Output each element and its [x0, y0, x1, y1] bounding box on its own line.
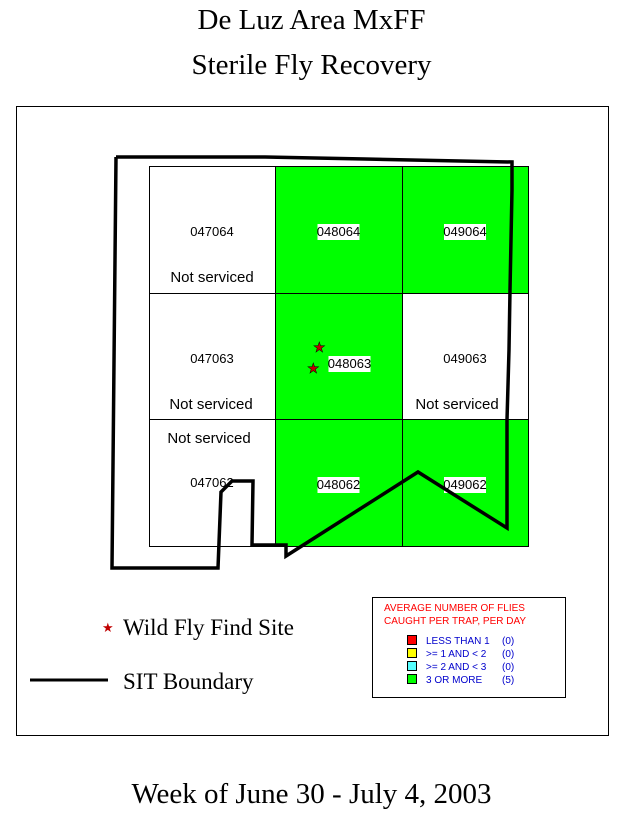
grid-cell-id: 049062: [443, 477, 486, 492]
grid-cell-id: 048063: [328, 356, 371, 371]
legend-count: (0): [502, 636, 514, 647]
catch-legend-title: AVERAGE NUMBER OF FLIES: [384, 603, 525, 614]
wild-fly-star-icon: ★: [307, 362, 320, 377]
grid-label-bg: [444, 477, 486, 493]
legend-label: >= 2 AND < 3: [426, 662, 487, 673]
legend-count: (5): [502, 675, 514, 686]
grid-label-bg: [317, 477, 360, 493]
week-label: Week of June 30 - July 4, 2003: [131, 778, 492, 810]
legend-swatch: [407, 635, 417, 645]
grid-cell: [275, 419, 403, 547]
grid-cell-id: 047064: [190, 224, 233, 239]
sit-boundary: [110, 155, 514, 570]
grid-cell: [149, 293, 276, 420]
not-serviced-label: Not serviced: [169, 396, 252, 413]
grid-label-bg: [328, 356, 371, 372]
grid-cell-id: 047062: [190, 475, 233, 490]
wild-fly-star-icon: ★: [102, 620, 114, 635]
wild-fly-star-icon: ★: [313, 341, 326, 356]
catch-legend-title: CAUGHT PER TRAP, PER DAY: [384, 616, 526, 627]
legend-swatch: [407, 674, 417, 684]
grid-cell-id: 048064: [317, 224, 360, 239]
grid-cell-id: 049064: [443, 224, 486, 239]
map-subtitle: Sterile Fly Recovery: [191, 49, 432, 81]
grid-cell-id: 047063: [190, 351, 233, 366]
catch-legend: AVERAGE NUMBER OF FLIES CAUGHT PER TRAP,…: [372, 597, 566, 698]
legend-swatch: [407, 648, 417, 658]
grid-cell: [402, 166, 529, 294]
not-serviced-label: Not serviced: [170, 269, 253, 286]
boundary-legend-label: SIT Boundary: [123, 669, 254, 694]
map-title: De Luz Area MxFF: [197, 4, 426, 36]
legend-swatch: [407, 661, 417, 671]
not-serviced-label: Not serviced: [415, 396, 498, 413]
grid-label-bg: [317, 224, 360, 240]
map-frame: [16, 106, 609, 736]
wild-fly-legend-label: Wild Fly Find Site: [123, 615, 294, 640]
legend-label: 3 OR MORE: [426, 675, 482, 686]
legend-label: LESS THAN 1: [426, 636, 490, 647]
not-serviced-label: Not serviced: [167, 430, 250, 447]
grid-label-bg: [444, 224, 486, 240]
grid-cell-id: 048062: [317, 477, 360, 492]
legend-count: (0): [502, 649, 514, 660]
legend-label: >= 1 AND < 2: [426, 649, 487, 660]
grid-cell-id: 049063: [443, 351, 486, 366]
legend-count: (0): [502, 662, 514, 673]
